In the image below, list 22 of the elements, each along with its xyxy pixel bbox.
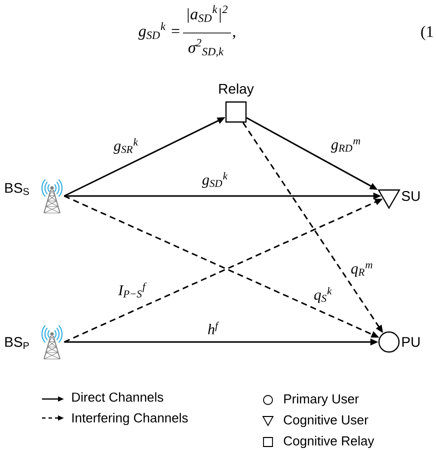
node-label: BS$_{P}$ bbox=[5, 337, 29, 349]
equation-text: g$_{SD}$$^{k}$ = bbox=[138, 22, 180, 40]
legend-label: Interfering Channels bbox=[72, 412, 188, 426]
edge-label: I$_{P−S}$f bbox=[117, 282, 147, 298]
node-label: SU bbox=[402, 191, 420, 201]
legend-label: Cognitive Relay bbox=[284, 436, 374, 448]
node-label: BS$_{S}$ bbox=[5, 182, 29, 196]
edge-label: q$_{S}$k bbox=[312, 286, 334, 304]
edge-label: q$_{R}$m bbox=[350, 262, 374, 278]
equation-text: σ$^{2}$SD,k bbox=[188, 39, 224, 57]
legend-label: Cognitive User bbox=[284, 414, 368, 428]
equation-text: , bbox=[232, 34, 236, 40]
node-label: Relay bbox=[219, 83, 254, 97]
legend-label: Direct Channels bbox=[72, 392, 164, 402]
equation-text: (1 bbox=[421, 26, 433, 40]
legend-label: Primary User bbox=[284, 394, 359, 406]
edge-label: g$_{SR}$k bbox=[112, 137, 140, 155]
edge-label: h$^{f}$ bbox=[206, 320, 220, 336]
node-label: PU bbox=[402, 337, 420, 347]
equation-text: |a$_{SD}$$^{k}$|$^{2}$ bbox=[188, 5, 228, 23]
edge-label: g$_{SD}$k bbox=[201, 171, 229, 189]
edge-label: g$_{RD}$m bbox=[330, 138, 362, 154]
